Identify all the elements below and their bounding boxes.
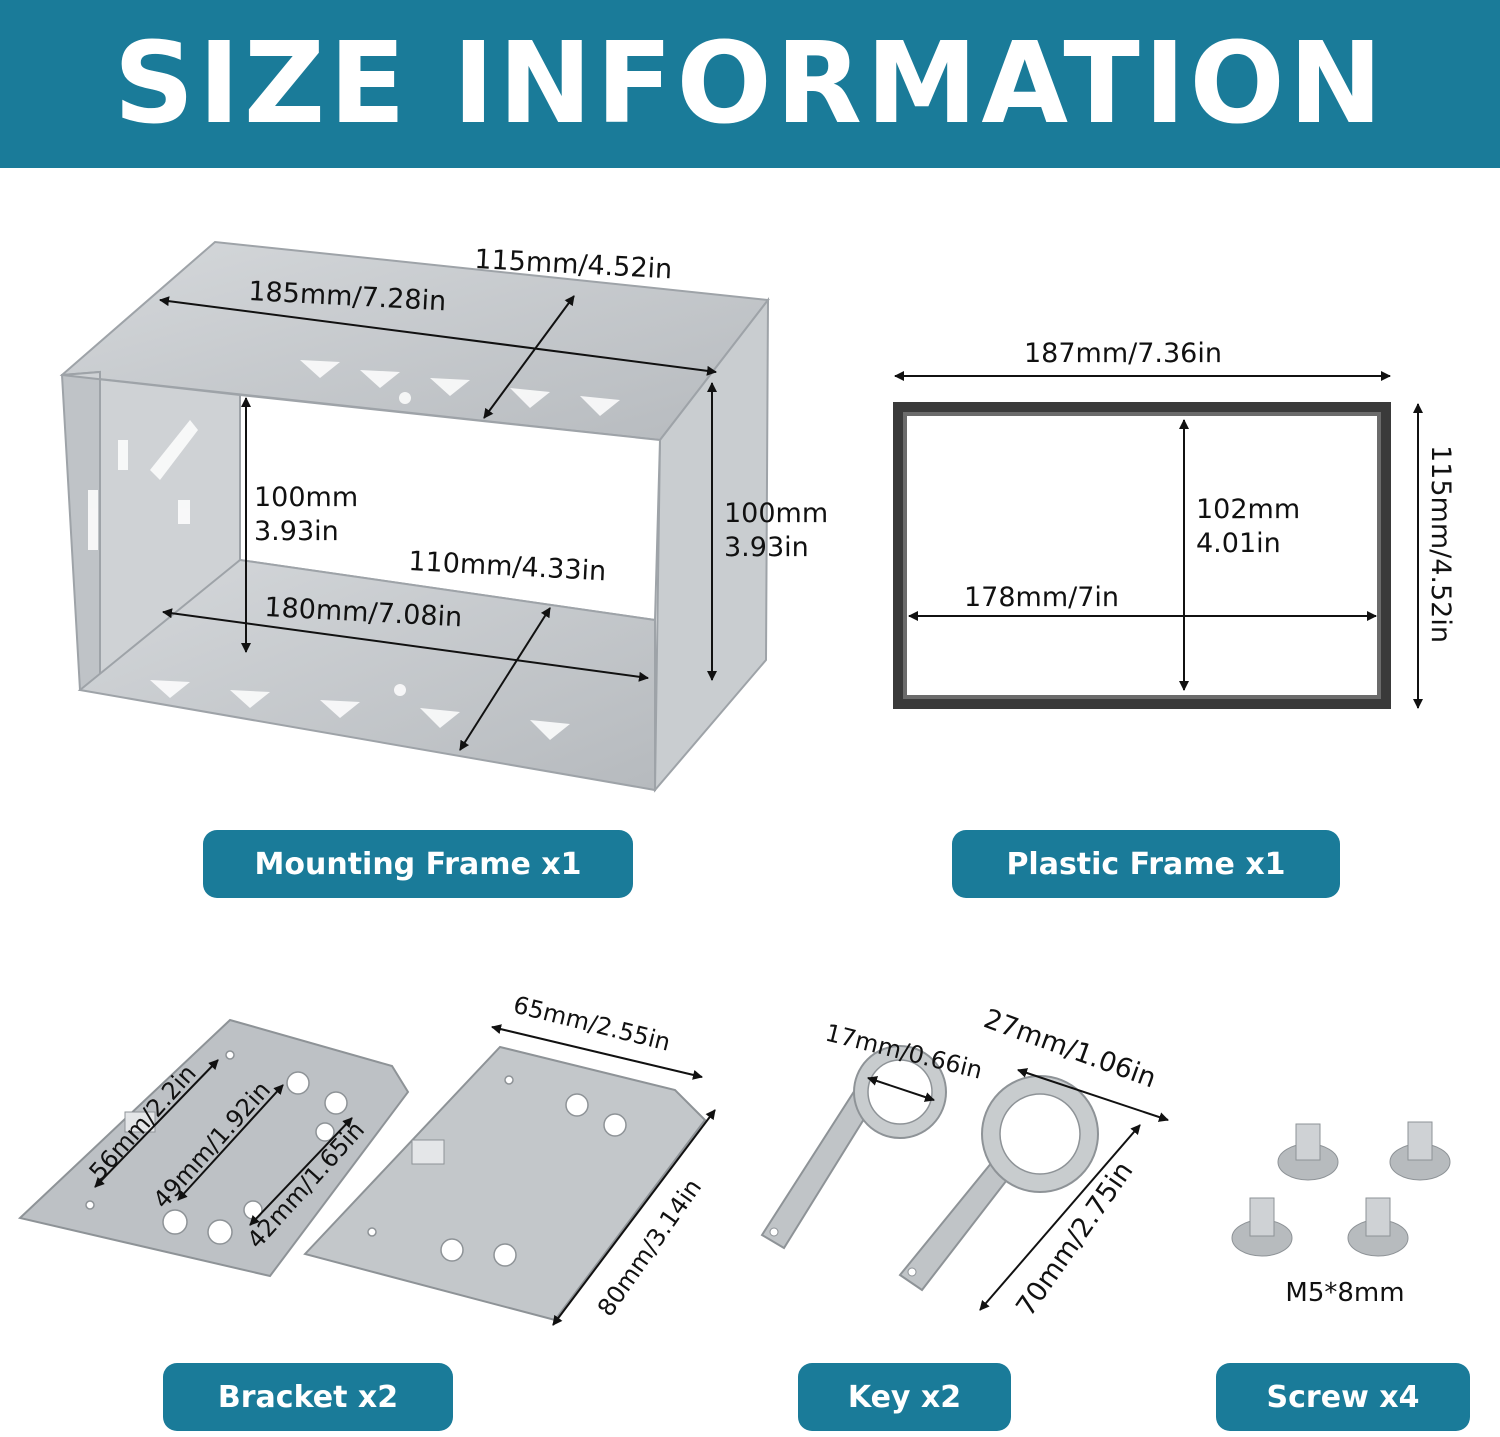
- mf-height-right-label-1: 100mm: [724, 498, 828, 529]
- screw-size-label: M5*8mm: [1285, 1278, 1405, 1308]
- screw-image-3: [1231, 1197, 1293, 1257]
- key-dimensions: [867, 1068, 1169, 1311]
- mf-height-left-label-1: 100mm: [254, 482, 358, 513]
- title-banner: SIZE INFORMATION: [0, 0, 1500, 168]
- pf-height-inner-label-1: 102mm: [1196, 494, 1300, 525]
- pf-width-inner-label: 178mm/7in: [964, 582, 1119, 613]
- page-title: SIZE INFORMATION: [113, 19, 1387, 149]
- pf-width-outer-label: 187mm/7.36in: [1024, 338, 1222, 369]
- mounting-frame-image: [59, 240, 770, 793]
- mounting-frame-dimensions: [159, 295, 717, 751]
- plastic-frame-label: Plastic Frame x1: [952, 830, 1340, 898]
- plastic-frame-dimensions: [894, 371, 1423, 709]
- mf-height-right-label-2: 3.93in: [724, 532, 809, 563]
- bracket-label: Bracket x2: [163, 1363, 453, 1431]
- plastic-frame-image: [893, 402, 1391, 709]
- bracket-dimensions: [94, 1024, 716, 1326]
- screw-image-1: [1277, 1123, 1339, 1181]
- pf-height-outer-label: 115mm/4.52in: [1425, 445, 1456, 643]
- mf-height-left-label-2: 3.93in: [254, 516, 339, 547]
- br-width-label: 65mm/2.55in: [511, 991, 674, 1057]
- key-label: Key x2: [798, 1363, 1011, 1431]
- key-ring-2-label: 27mm/1.06in: [980, 1003, 1160, 1094]
- screw-image-2: [1389, 1121, 1451, 1181]
- key-image-left: [760, 1045, 947, 1250]
- pf-height-inner-label-2: 4.01in: [1196, 528, 1281, 559]
- screw-image-4: [1347, 1197, 1409, 1257]
- screw-label: Screw x4: [1216, 1363, 1470, 1431]
- mounting-frame-label: Mounting Frame x1: [203, 830, 633, 898]
